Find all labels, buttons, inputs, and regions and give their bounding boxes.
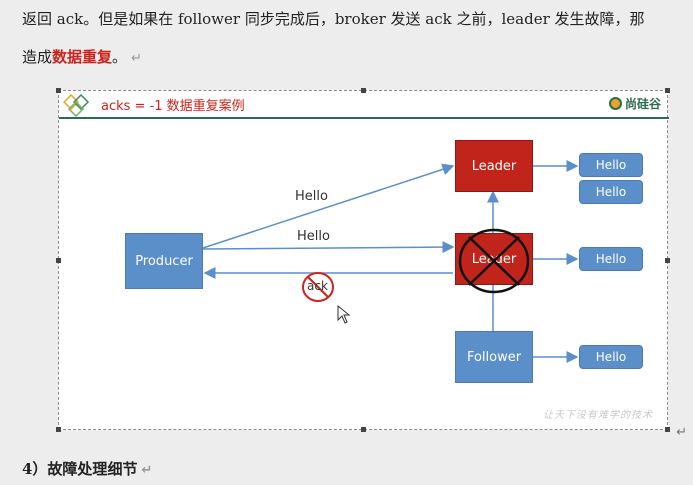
brand-name: 尚硅谷 (624, 97, 661, 111)
slide-title: acks = -1 数据重复案例 (101, 99, 245, 114)
paragraph-line-2: 造成数据重复。↵ (22, 46, 142, 67)
section-heading: 4）故障处理细节↵ (22, 458, 152, 479)
resize-handle-bl[interactable] (56, 427, 61, 432)
arrow-producer-to-leader (202, 163, 455, 249)
resize-handle-bm[interactable] (361, 427, 366, 432)
heading-paragraph-mark: ↵ (141, 463, 153, 478)
hello-message-3: Hello (579, 247, 643, 271)
hello-label-1: Hello (595, 158, 627, 172)
leader-node: Leader (455, 140, 533, 192)
resize-handle-tr[interactable] (665, 88, 670, 93)
watermark: 让天下没有难学的技术 (543, 410, 653, 421)
hello-message-2: Hello (579, 180, 643, 204)
failure-cross-icon (458, 228, 530, 294)
brand-logo: 尚硅谷 (608, 95, 661, 112)
paragraph-mark: ↵ (131, 51, 142, 66)
resize-handle-br[interactable] (665, 427, 670, 432)
flow-arrows (202, 160, 579, 363)
return-mark-icon: ↵ (676, 425, 687, 440)
hello-label-4: Hello (595, 350, 627, 364)
ack-cancelled: ack (301, 271, 335, 303)
mouse-cursor-icon (337, 305, 351, 324)
resize-handle-mr[interactable] (665, 258, 670, 263)
producer-label: Producer (135, 253, 193, 269)
line2-prefix: 造成 (22, 48, 53, 66)
line2-suffix: 。 (112, 48, 128, 66)
follower-node: Follower (455, 331, 533, 383)
section-heading-text: 4）故障处理细节 (22, 460, 138, 478)
hello-label-2: Hello (595, 185, 627, 199)
brand-mark-icon (608, 97, 622, 110)
leader-label: Leader (471, 158, 517, 174)
emphasis-duplicate-data: 数据重复 (52, 48, 113, 66)
paragraph-line-1: 返回 ack。但是如果在 follower 同步完成后，broker 发送 ac… (22, 10, 645, 28)
hello-label-lower-arrow: Hello (297, 229, 330, 244)
slide-header: acks = -1 数据重复案例 尚硅谷 (59, 91, 669, 119)
producer-node: Producer (125, 233, 203, 289)
follower-label: Follower (466, 349, 522, 365)
embedded-diagram[interactable]: acks = -1 数据重复案例 尚硅谷 (56, 88, 670, 432)
resize-handle-tm[interactable] (361, 88, 366, 93)
ack-label: ack (307, 279, 328, 293)
arrow-producer-to-failed-leader (202, 241, 455, 254)
hello-message-4: Hello (579, 345, 643, 369)
hello-label-upper-arrow: Hello (295, 189, 328, 204)
failed-leader-label: Leader (471, 251, 517, 267)
hello-label-3: Hello (595, 252, 627, 266)
cancel-circle-icon (302, 272, 334, 302)
resize-handle-tl[interactable] (56, 88, 61, 93)
hello-message-1: Hello (579, 153, 643, 177)
diamond-logo-icon (63, 93, 90, 117)
resize-handle-ml[interactable] (56, 258, 61, 263)
